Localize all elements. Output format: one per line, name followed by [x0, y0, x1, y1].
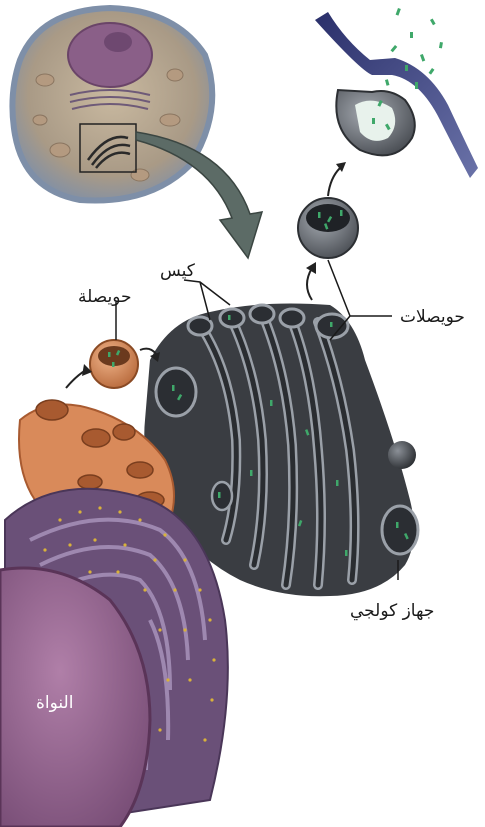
label-sac: كيس — [160, 261, 196, 281]
arrow-vesicle-to-golgi — [140, 349, 156, 354]
cell-membrane — [315, 8, 478, 178]
cell-nucleus — [68, 23, 152, 87]
label-vesicle: حويصلة — [78, 287, 132, 307]
golgi-sac-opening — [250, 305, 274, 323]
arrow-to-membrane — [328, 168, 340, 196]
label-nucleus: النواة — [36, 693, 73, 713]
cell-overview — [12, 8, 212, 201]
label-vesicles: حويصلات — [400, 307, 465, 327]
secretory-vesicle — [388, 441, 416, 469]
golgi-sac-opening — [280, 309, 304, 327]
golgi-sac-opening — [188, 317, 212, 335]
transport-vesicle-upper — [298, 198, 358, 258]
golgi-sac-opening — [220, 309, 244, 327]
er-transport-vesicle — [90, 340, 138, 388]
arrow-to-upper-vesicle — [307, 268, 312, 300]
label-golgi: جهاز كولجي — [350, 601, 434, 621]
